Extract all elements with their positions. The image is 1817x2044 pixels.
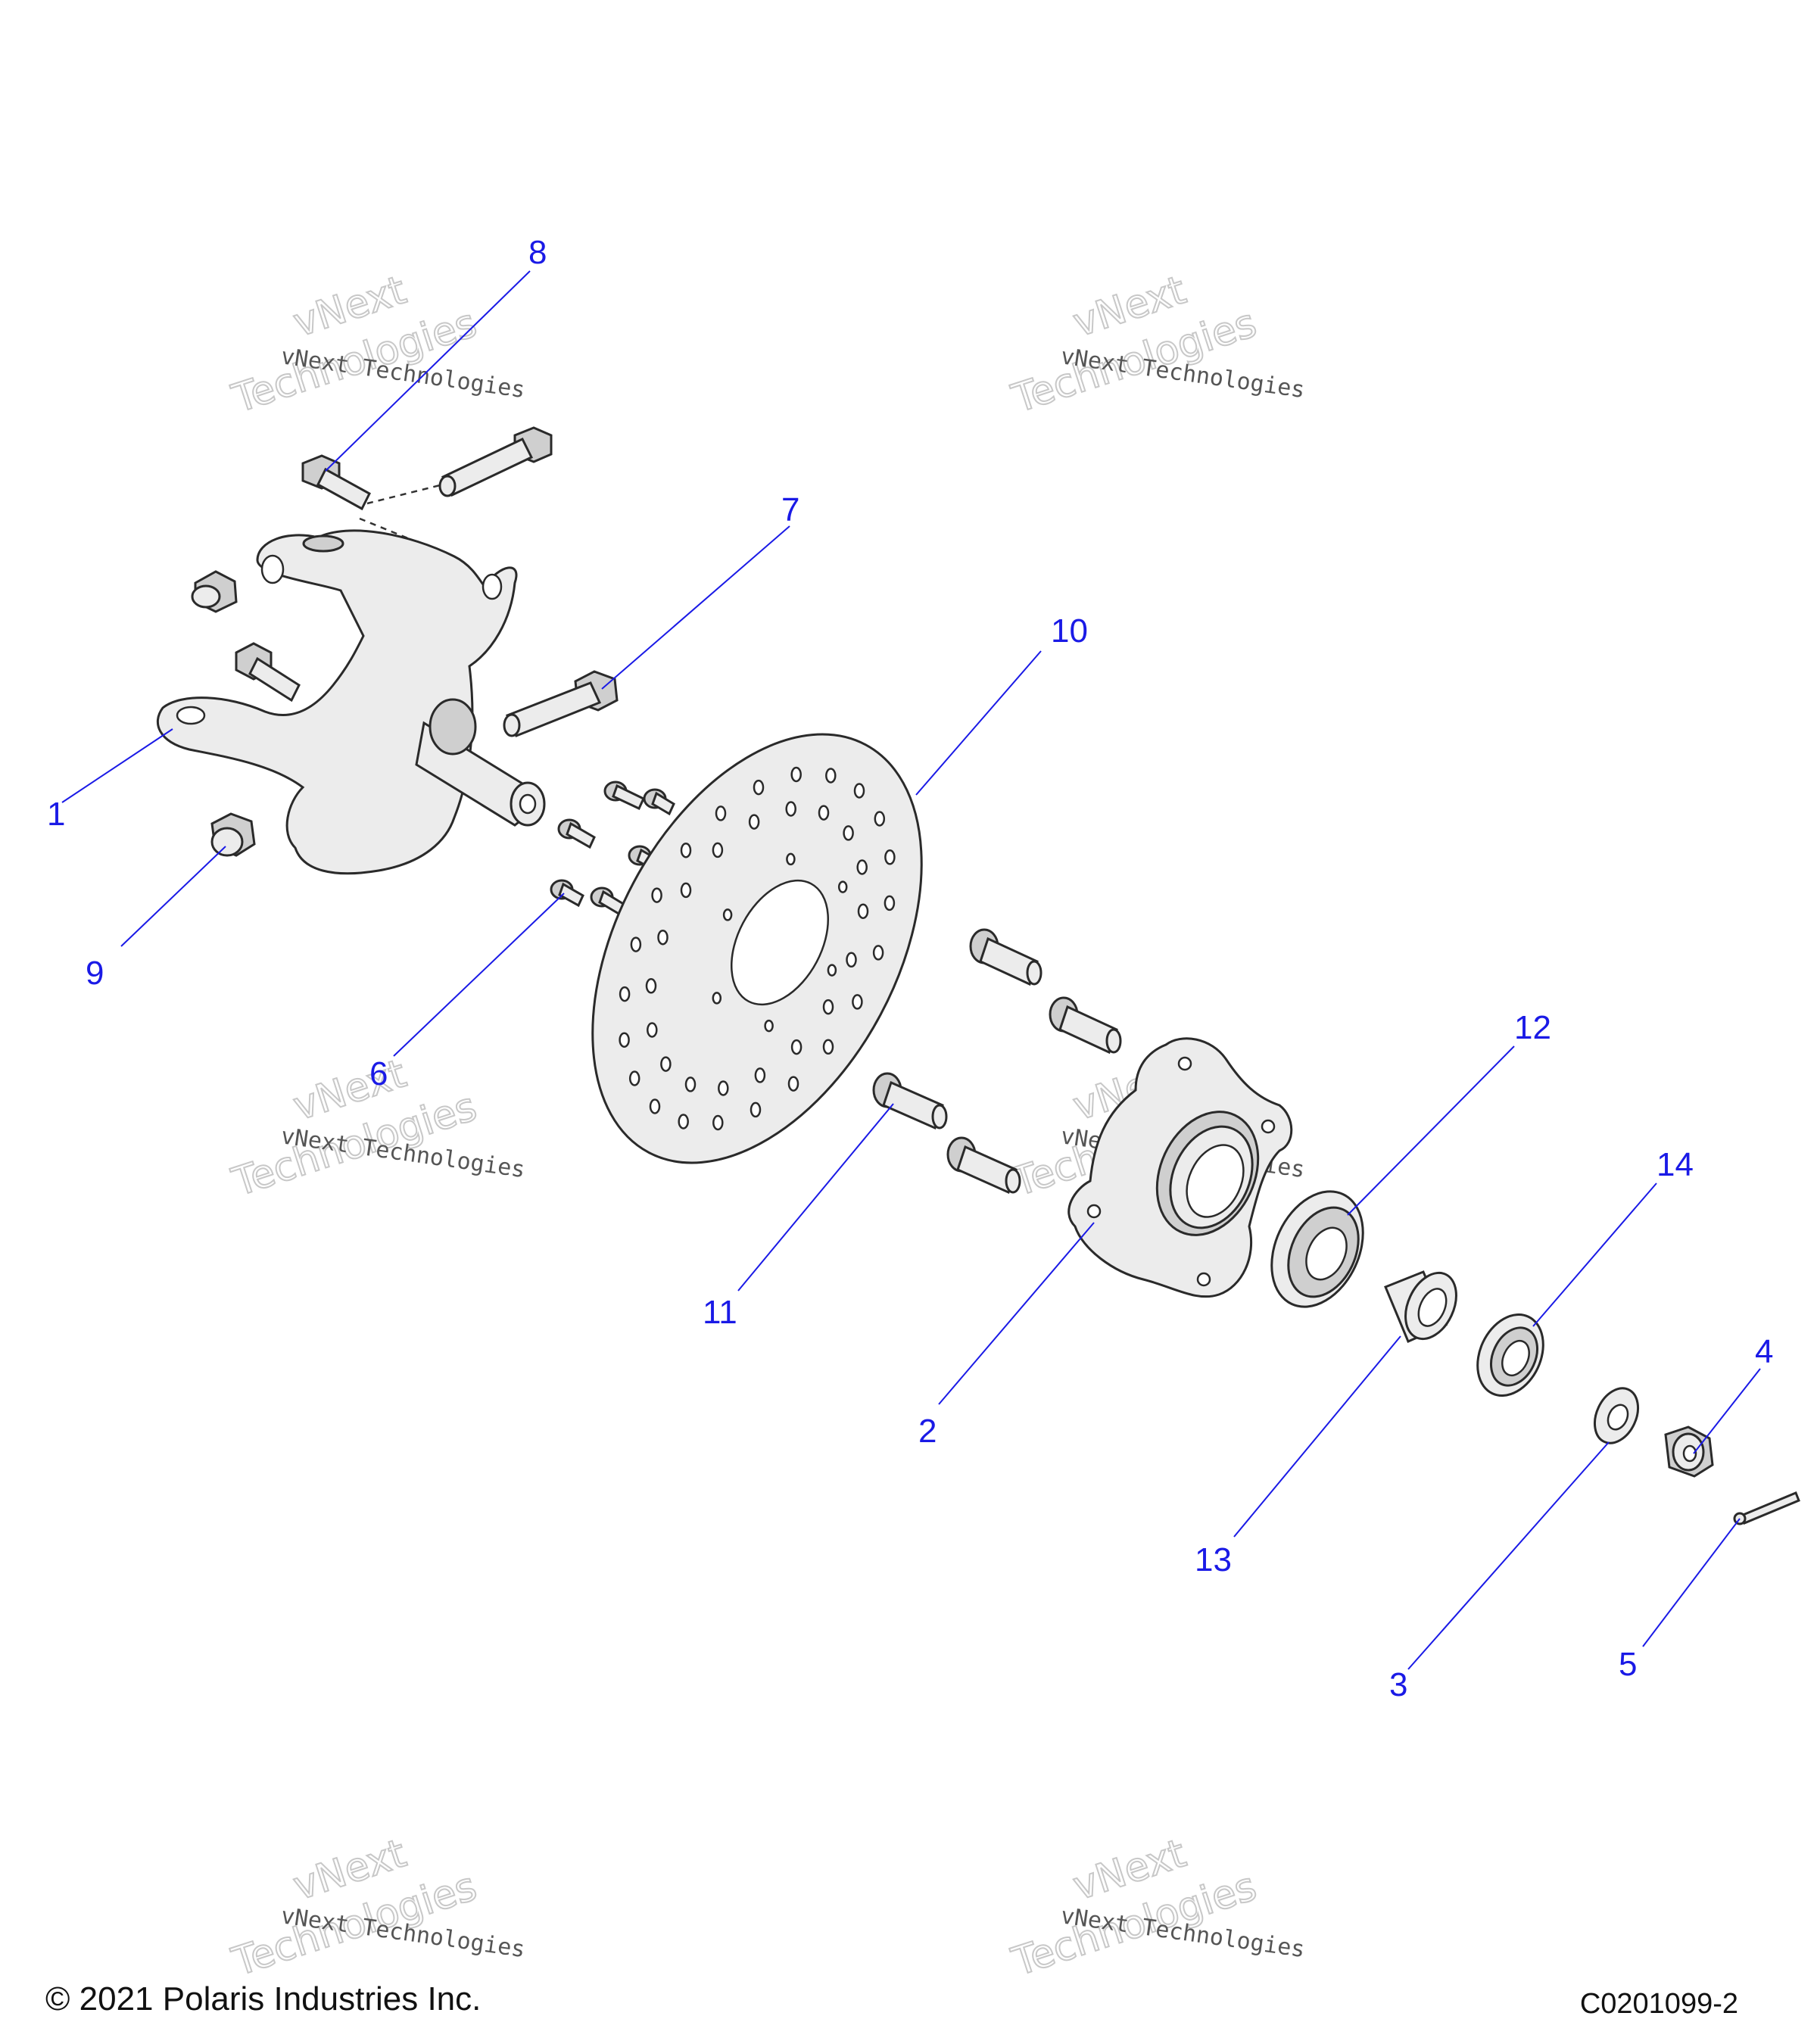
svg-text:9: 9	[86, 955, 104, 992]
vent-hole	[843, 825, 854, 841]
cotter-pin	[1733, 1491, 1800, 1525]
vent-hole	[790, 766, 802, 783]
bolt-long-top	[438, 426, 553, 497]
svg-text:3: 3	[1389, 1666, 1407, 1703]
svg-text:8: 8	[528, 234, 547, 271]
wheel-hub	[1067, 1037, 1293, 1298]
vent-hole	[680, 842, 692, 858]
vent-hole	[645, 978, 657, 994]
svg-text:5: 5	[1619, 1646, 1637, 1683]
vent-hole	[856, 859, 868, 875]
nut-lower	[210, 812, 256, 857]
mounting-hole	[837, 880, 848, 893]
watermark-top-left: vNext Technologies vNext Technologies	[226, 266, 527, 422]
svg-text:2: 2	[918, 1413, 937, 1450]
vent-hole	[754, 1067, 766, 1083]
vent-hole	[874, 811, 886, 827]
svg-text:1: 1	[47, 796, 65, 833]
callout-9: 9	[86, 846, 226, 992]
svg-text:6: 6	[369, 1055, 388, 1092]
svg-text:12: 12	[1514, 1009, 1551, 1046]
vent-hole	[872, 945, 884, 961]
vent-hole	[787, 1076, 799, 1092]
vent-hole	[884, 849, 896, 865]
vent-hole	[718, 1080, 729, 1096]
callout-1: 1	[47, 728, 173, 833]
brake-disc-vent-holes	[619, 766, 896, 1131]
watermark-bottom-center: vNext Technologies vNext Technologies	[1006, 1830, 1307, 1986]
vent-hole	[857, 903, 869, 919]
bearing-large	[1270, 1190, 1364, 1308]
vent-hole	[818, 805, 830, 821]
wheel-studs	[872, 928, 1122, 1195]
vent-hole	[647, 1022, 658, 1038]
svg-text:13: 13	[1195, 1541, 1232, 1578]
vent-hole	[630, 936, 642, 952]
vent-hole	[684, 1077, 697, 1092]
mounting-hole	[827, 964, 837, 977]
callout-2: 2	[918, 1222, 1095, 1450]
bolt-knuckle-left	[235, 642, 301, 703]
callout-7: 7	[601, 491, 799, 690]
callout-8: 8	[325, 234, 547, 472]
vent-hole	[853, 783, 865, 799]
bearing-small	[1476, 1313, 1544, 1397]
mounting-hole	[722, 908, 733, 921]
vent-hole	[750, 1101, 762, 1118]
svg-text:10: 10	[1051, 612, 1088, 650]
drawing-number: C0201099-2	[1579, 1988, 1738, 2020]
vent-hole	[680, 882, 692, 899]
vent-hole	[748, 814, 760, 830]
svg-text:7: 7	[781, 491, 799, 528]
callout-12: 12	[1347, 1009, 1551, 1216]
vent-hole	[712, 842, 724, 858]
vent-hole	[822, 999, 834, 1015]
callout-6: 6	[369, 893, 565, 1092]
svg-text:11: 11	[703, 1294, 737, 1331]
vent-hole	[753, 779, 765, 796]
vent-hole	[790, 1039, 803, 1055]
brake-disc	[591, 733, 923, 1164]
vent-hole	[884, 895, 896, 911]
vent-hole	[852, 994, 863, 1010]
copyright-notice: © 2021 Polaris Industries Inc.	[45, 1980, 482, 2018]
spacer-bushing	[1384, 1270, 1457, 1343]
callout-10: 10	[915, 612, 1088, 796]
castle-nut	[1664, 1426, 1714, 1478]
callout-3: 3	[1389, 1441, 1610, 1703]
bolt-long-mid	[503, 670, 619, 737]
vent-hole	[678, 1114, 689, 1129]
vent-hole	[822, 1039, 834, 1055]
vent-hole	[619, 986, 631, 1002]
callout-11: 11	[703, 1103, 894, 1331]
mounting-hole	[764, 1019, 774, 1033]
vent-hole	[825, 768, 837, 784]
watermark-bottom-left: vNext Technologies vNext Technologies	[226, 1830, 527, 1986]
vent-hole	[657, 929, 669, 946]
vent-hole	[846, 952, 857, 968]
vent-hole	[715, 805, 727, 821]
vent-hole	[649, 1098, 661, 1114]
washer	[1593, 1387, 1640, 1444]
svg-text:14: 14	[1656, 1146, 1694, 1183]
nut-knuckle-upper	[191, 570, 238, 613]
vent-hole	[628, 1070, 640, 1086]
brake-disc-screws	[550, 781, 675, 917]
mounting-hole	[712, 992, 722, 1005]
bolt-small-top	[301, 454, 371, 511]
watermark-top-center: vNext Technologies vNext Technologies	[1006, 266, 1307, 422]
svg-text:4: 4	[1755, 1333, 1773, 1370]
vent-hole	[785, 801, 796, 817]
vent-hole	[660, 1056, 672, 1072]
vent-hole	[712, 1114, 724, 1131]
callout-14: 14	[1532, 1146, 1694, 1327]
steering-knuckle	[156, 529, 546, 875]
mounting-hole	[786, 852, 796, 866]
callout-13: 13	[1195, 1335, 1401, 1578]
callout-4: 4	[1693, 1333, 1773, 1454]
vent-hole	[619, 1032, 630, 1048]
callout-5: 5	[1619, 1518, 1741, 1683]
vent-hole	[651, 887, 662, 903]
